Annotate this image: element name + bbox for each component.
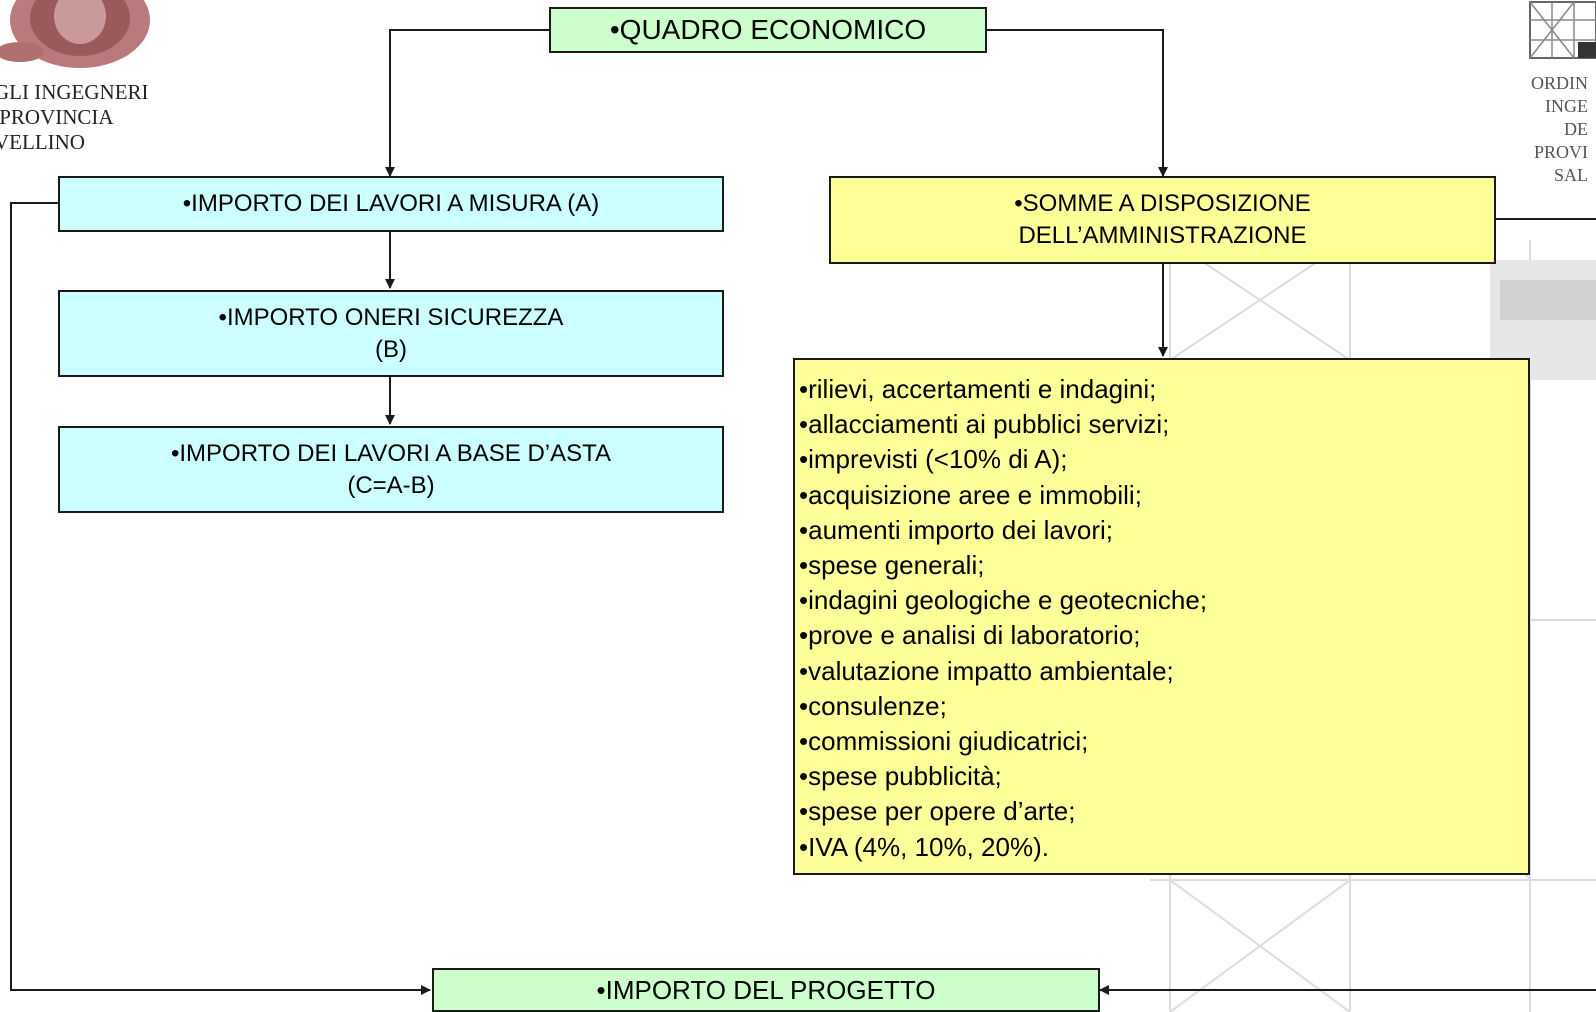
somme-disposizione-label: •SOMME A DISPOSIZIONE: [1014, 190, 1311, 217]
importo-lavori-misura-box: •IMPORTO DEI LAVORI A MISURA (A): [58, 176, 724, 232]
right-logo-caption: ORDIN INGE DE PROVI SAL: [1527, 72, 1588, 187]
somme-disposizione-sub: DELL’AMMINISTRAZIONE: [1018, 222, 1307, 249]
importo-oneri-sicurezza-label: •IMPORTO ONERI SICUREZZA: [218, 303, 564, 331]
order-logo-right: [1529, 1, 1596, 59]
importo-progetto-box: •IMPORTO DEL PROGETTO: [432, 968, 1100, 1012]
quadro-economico-label: •QUADRO ECONOMICO: [609, 14, 927, 45]
left-logo-line: PROVINCIA: [0, 105, 114, 129]
importo-base-asta-sub: (C=A-B): [347, 471, 435, 499]
list-item: •indagini geologiche e geotecniche;: [799, 585, 1208, 616]
right-logo-line: INGE: [1545, 96, 1588, 116]
importo-base-asta-label: •IMPORTO DEI LAVORI A BASE D’ASTA: [170, 439, 612, 467]
list-item: •acquisizione aree e immobili;: [799, 479, 1142, 510]
list-item: •consulenze;: [799, 690, 947, 721]
left-logo-line: GLI INGEGNERI: [0, 80, 149, 104]
connector-root-to-somme: [987, 29, 1168, 177]
left-logo-line: VELLINO: [0, 130, 85, 154]
importo-lavori-misura-label: •IMPORTO DEI LAVORI A MISURA (A): [182, 190, 600, 217]
list-item: •spese generali;: [799, 550, 985, 581]
list-item: •imprevisti (<10% di A);: [799, 444, 1068, 475]
list-item: •IVA (4%, 10%, 20%).: [799, 831, 1049, 862]
quadro-economico-box: •QUADRO ECONOMICO: [549, 7, 987, 53]
importo-oneri-sicurezza-sub: (B): [375, 335, 407, 363]
list-item: •spese per opere d’arte;: [799, 796, 1076, 827]
list-item: •spese pubblicità;: [799, 761, 1002, 792]
importo-oneri-sicurezza-box: •IMPORTO ONERI SICUREZZA (B): [58, 290, 724, 377]
right-logo-line: ORDIN: [1531, 73, 1588, 93]
connector-root-to-lavori: [385, 29, 549, 177]
right-logo-line: DE: [1564, 119, 1588, 139]
list-item: •commissioni giudicatrici;: [799, 726, 1089, 757]
order-seal-logo-left: [0, 0, 150, 68]
list-item: •prove e analisi di laboratorio;: [799, 620, 1141, 651]
importo-progetto-label: •IMPORTO DEL PROGETTO: [596, 975, 936, 1005]
list-item: •allacciamenti ai pubblici servizi;: [799, 409, 1170, 440]
somme-items-box: •rilievi, accertamenti e indagini; •alla…: [793, 358, 1530, 875]
right-logo-line: PROVI: [1533, 142, 1588, 162]
list-item: •rilievi, accertamenti e indagini;: [799, 374, 1157, 404]
connector-left-to-progetto: [10, 202, 431, 995]
list-item: •aumenti importo dei lavori;: [799, 514, 1114, 545]
somme-disposizione-box: •SOMME A DISPOSIZIONE DELL’AMMINISTRAZIO…: [829, 176, 1496, 264]
list-item: •valutazione impatto ambientale;: [799, 655, 1174, 686]
right-logo-line: SAL: [1553, 165, 1588, 185]
importo-base-asta-box: •IMPORTO DEI LAVORI A BASE D’ASTA (C=A-B…: [58, 426, 724, 513]
